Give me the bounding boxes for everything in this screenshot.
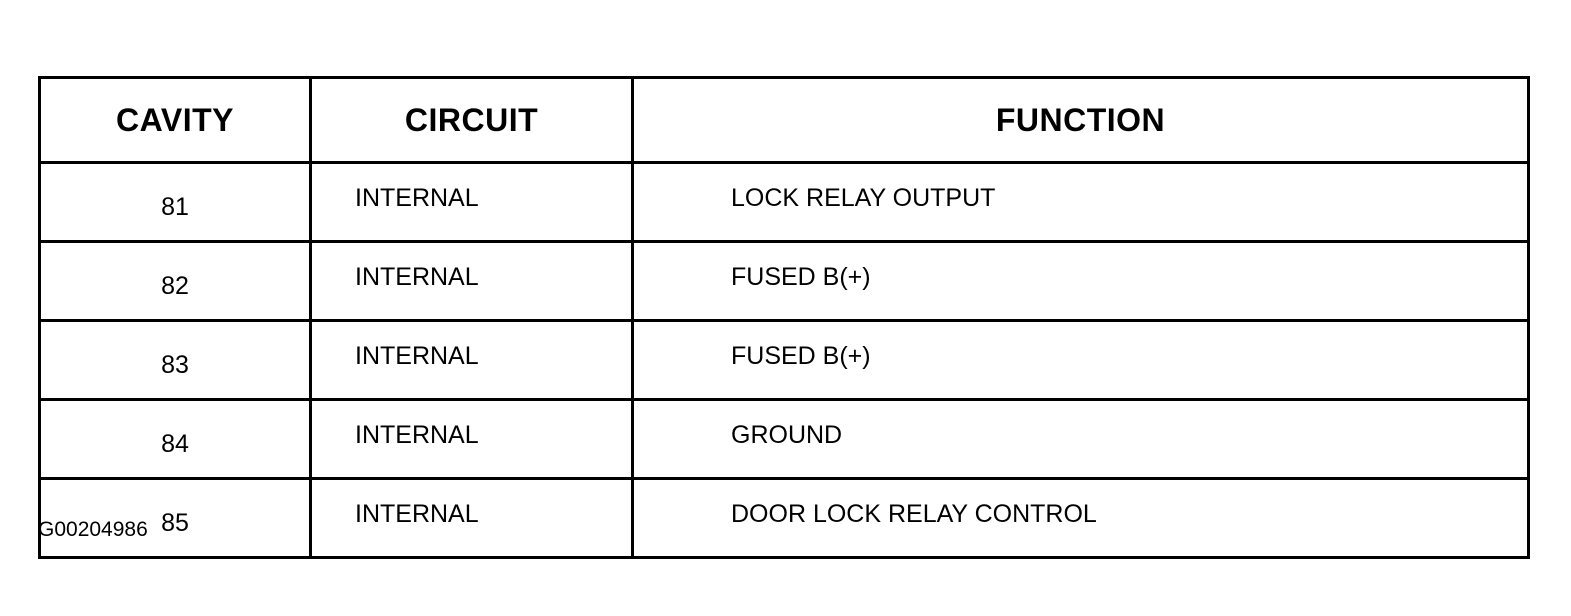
circuit-cell: INTERNAL bbox=[309, 161, 634, 243]
cavity-cell: 82 bbox=[38, 240, 312, 322]
function-cell: DOOR LOCK RELAY CONTROL bbox=[631, 477, 1530, 559]
table-row: 84 INTERNAL GROUND bbox=[38, 398, 1530, 480]
circuit-cell: INTERNAL bbox=[309, 398, 634, 480]
cavity-cell: 84 bbox=[38, 398, 312, 480]
header-row: CAVITY CIRCUIT FUNCTION bbox=[38, 76, 1530, 164]
table-row: 85 INTERNAL DOOR LOCK RELAY CONTROL bbox=[38, 477, 1530, 559]
connector-pinout-table: CAVITY CIRCUIT FUNCTION 81 INTERNAL LOCK… bbox=[38, 76, 1530, 559]
function-cell: FUSED B(+) bbox=[631, 240, 1530, 322]
table-body: 81 INTERNAL LOCK RELAY OUTPUT 82 INTERNA… bbox=[38, 161, 1530, 559]
figure-id: G00204986 bbox=[38, 518, 148, 541]
function-cell: FUSED B(+) bbox=[631, 319, 1530, 401]
circuit-cell: INTERNAL bbox=[309, 319, 634, 401]
table-row: 81 INTERNAL LOCK RELAY OUTPUT bbox=[38, 161, 1530, 243]
header-circuit: CIRCUIT bbox=[309, 76, 634, 164]
circuit-cell: INTERNAL bbox=[309, 477, 634, 559]
table-row: 82 INTERNAL FUSED B(+) bbox=[38, 240, 1530, 322]
circuit-cell: INTERNAL bbox=[309, 240, 634, 322]
cavity-cell: 83 bbox=[38, 319, 312, 401]
table-row: 83 INTERNAL FUSED B(+) bbox=[38, 319, 1530, 401]
header-cavity: CAVITY bbox=[38, 76, 312, 164]
table-header: CAVITY CIRCUIT FUNCTION bbox=[38, 76, 1530, 164]
cavity-cell: 85 bbox=[38, 477, 312, 559]
function-cell: GROUND bbox=[631, 398, 1530, 480]
header-function: FUNCTION bbox=[631, 76, 1530, 164]
function-cell: LOCK RELAY OUTPUT bbox=[631, 161, 1530, 243]
cavity-cell: 81 bbox=[38, 161, 312, 243]
